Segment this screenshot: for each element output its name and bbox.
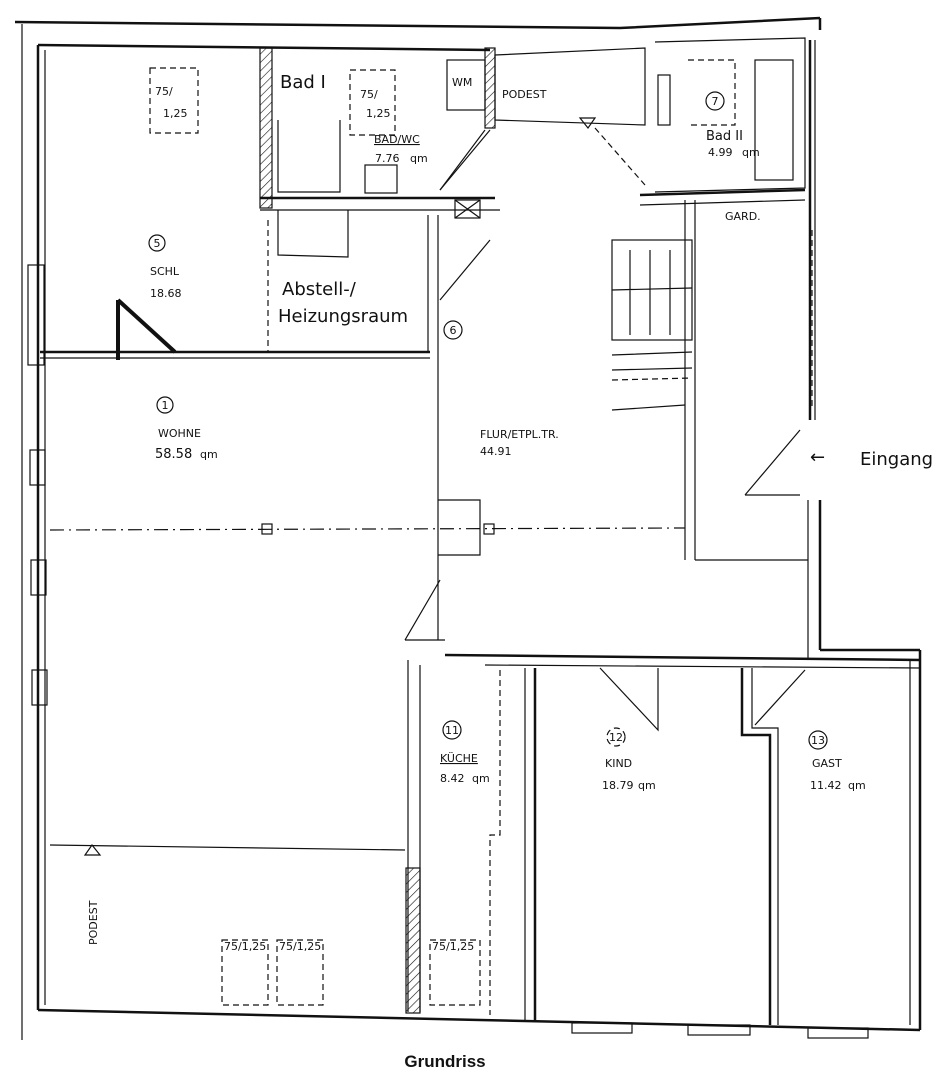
room-label-bad1: Bad I [280, 72, 326, 93]
room-area-bad1: 7.76 [375, 152, 400, 165]
room-area-schl: 18.68 [150, 287, 182, 300]
left-windows [27, 264, 48, 706]
kueche-walls [405, 660, 526, 1020]
wohnen-podest [49, 843, 406, 1006]
room-number-gast: 13 [811, 734, 825, 747]
svg-text:qm: qm [848, 779, 866, 792]
svg-text:1,25: 1,25 [163, 107, 188, 120]
svg-text:1,25: 1,25 [366, 107, 391, 120]
flur-walls [49, 499, 921, 669]
svg-text:qm: qm [638, 779, 656, 792]
room-number-wohnen: 1 [162, 399, 169, 412]
window-size-w2: 75/1,25 [279, 940, 321, 953]
abstell-label-line1: Abstell-/ [282, 279, 357, 300]
svg-text:qm: qm [742, 146, 760, 159]
podest-top-label: PODEST [502, 88, 547, 101]
svg-text:qm: qm [200, 448, 218, 461]
room-number-kind: 12 [609, 731, 623, 744]
podest-left-label: PODEST [87, 900, 100, 945]
room-number-schl: 5 [154, 237, 161, 250]
svg-text:qm: qm [410, 152, 428, 165]
room-labels: 5 SCHL 18.68 75/ 1,25 Bad I 75/ 1,25 BAD… [87, 72, 933, 953]
abstell-walls [267, 210, 491, 640]
room-number-kueche: 11 [445, 724, 459, 737]
room-label-gast: GAST [812, 757, 842, 770]
abstell-label-line2: Heizungsraum [278, 306, 408, 327]
bottom-windows [571, 1022, 869, 1039]
staircase [611, 200, 808, 561]
room-label-kind: KIND [605, 757, 632, 770]
gard-label: GARD. [725, 210, 761, 223]
outer-walls [14, 16, 922, 1040]
room-label-bad2: Bad II [706, 129, 743, 144]
room-label-flur: FLUR/ETPL.TR. [480, 428, 559, 441]
room-number-flur: 6 [450, 324, 457, 337]
room-label-schl: SCHL [150, 265, 180, 278]
room-area-kueche: 8.42 [440, 772, 465, 785]
room-sublabel-bad1: BAD/WC [374, 133, 420, 146]
wm-label: WM [452, 76, 472, 89]
room-label-kueche: KÜCHE [440, 752, 478, 765]
bad1-walls [259, 47, 500, 219]
eingang-label: Eingang [860, 449, 933, 470]
bad2-walls [639, 37, 806, 206]
room-area-bad2: 4.99 [708, 146, 733, 159]
room-label-wohnen: WOHNE [158, 427, 201, 440]
window-size-kueche: 75/1,25 [432, 940, 474, 953]
kind-walls [533, 667, 806, 1025]
room-area-kind: 18.79 [602, 779, 634, 792]
svg-text:qm: qm [472, 772, 490, 785]
room-area-flur: 44.91 [480, 445, 512, 458]
window-size-w1: 75/1,25 [224, 940, 266, 953]
svg-text:75/: 75/ [360, 88, 378, 101]
room-area-gast: 11.42 [810, 779, 842, 792]
window-size-schl: 75/ [155, 85, 173, 98]
room-area-wohnen: 58.58 [155, 447, 192, 462]
eingang-arrow-icon: ← [810, 447, 825, 468]
plan-title: Grundriss [404, 1052, 486, 1071]
room-number-bad2: 7 [712, 95, 719, 108]
podest-top [439, 47, 646, 191]
